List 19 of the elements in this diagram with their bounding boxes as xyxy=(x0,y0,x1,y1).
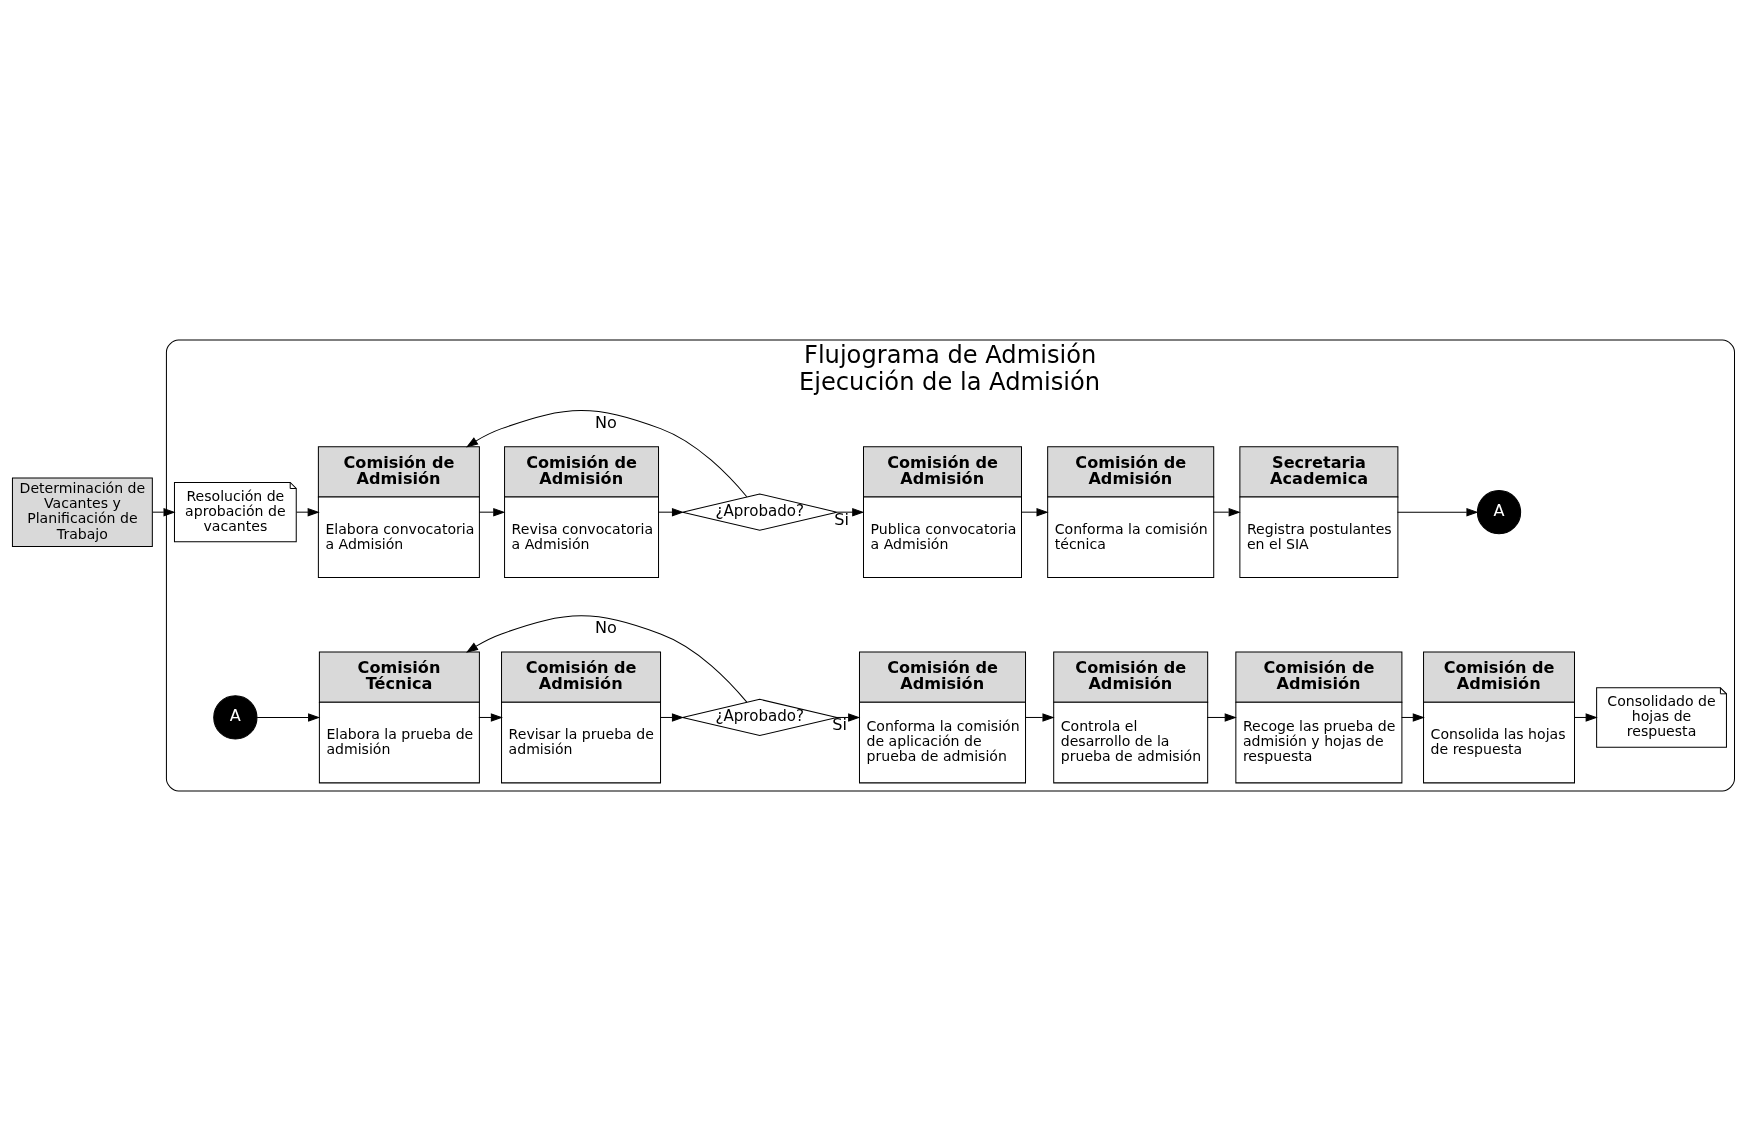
arrow xyxy=(478,712,503,722)
arrow xyxy=(657,507,685,516)
arrow xyxy=(836,712,861,722)
arrow xyxy=(1024,712,1055,722)
node-circle: A xyxy=(213,694,258,740)
arrow xyxy=(478,507,506,516)
node-box: Determinación de Vacantes y Planificación de Trabajo xyxy=(11,476,153,547)
edge-label: No xyxy=(594,617,617,637)
arrow xyxy=(660,712,685,722)
arrow xyxy=(1020,507,1049,516)
arrow xyxy=(1212,507,1241,516)
edge-label: No xyxy=(594,412,617,432)
node-circle: A xyxy=(1476,489,1522,534)
arrow xyxy=(836,507,865,516)
arrow xyxy=(152,507,176,516)
arrow xyxy=(256,712,321,722)
arrow xyxy=(1206,712,1237,722)
arrow xyxy=(1401,712,1425,722)
arrow xyxy=(1396,507,1479,516)
